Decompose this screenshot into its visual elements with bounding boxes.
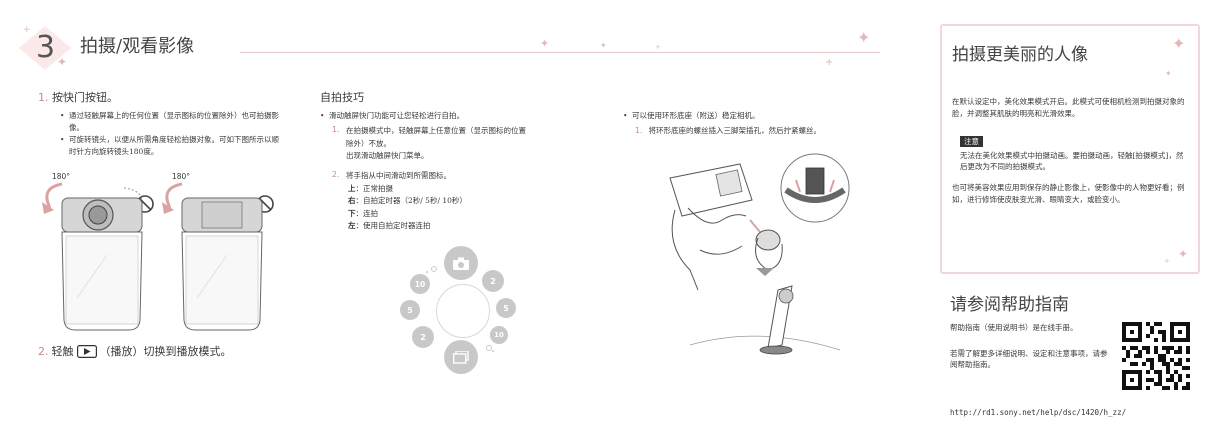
- sparkle-icon: ✦: [1172, 34, 1186, 53]
- step-text: 按快门按钮。: [52, 91, 118, 104]
- sparkle-icon: ✦: [1178, 247, 1189, 261]
- timer-2-icon: 2: [482, 270, 504, 292]
- dot-icon: [426, 271, 428, 273]
- timer-5-icon: 5: [400, 300, 420, 320]
- step-number: 1.: [332, 125, 340, 134]
- burst-icon: [444, 340, 478, 374]
- timer-2-icon: 2: [412, 326, 434, 348]
- dot-icon: [486, 345, 492, 351]
- swipe-shutter-dial: 10 5 2 2 5 10: [398, 240, 523, 375]
- sparkle-icon: ✦: [857, 28, 871, 47]
- panel-title: 拍摄更美丽的人像: [952, 45, 1088, 65]
- bullet-item: 滑动触屏快门功能可让您轻松进行自拍。: [320, 110, 600, 122]
- header-rule: [240, 52, 880, 53]
- play-icon: [76, 344, 97, 358]
- help-guide-body: 帮助指南（使用说明书）是在线手册。: [950, 323, 1078, 332]
- help-guide-body-2: 若需了解更多详细说明、设定和注意事项，请参阅帮助指南。: [950, 349, 1108, 369]
- camera-icon: [444, 246, 478, 280]
- rotation-label: 180°: [52, 172, 71, 181]
- beauty-portrait-panel: 拍摄更美丽的人像 ✦ ✦ ✦ + 在默认设定中，美化效果模式开启。此模式可使相机…: [940, 24, 1200, 274]
- column-heading: 自拍技巧: [320, 91, 364, 104]
- step-text: 轻触: [51, 345, 74, 358]
- note-block: 注意 无法在美化效果模式中拍摄动画。要拍摄动画，轻触[拍摄模式]，然后更改为不同…: [960, 136, 1188, 173]
- sparkle-icon: ✦: [600, 41, 607, 50]
- sparkle-icon: +: [1164, 257, 1170, 265]
- panel-body: 在默认设定中，美化效果模式开启。此模式可使相机检测到拍摄对象的脸，并调整其肌肤的…: [952, 97, 1185, 118]
- sub-step-line: 将手指从中间滑动到所需图标。: [346, 171, 451, 180]
- help-guide-title: 请参阅帮助指南: [950, 295, 1069, 315]
- bullet-item: 可旋转镜头，以便从所需角度轻松拍摄对象。可如下图所示以顺时针方向旋转镜头180度…: [60, 134, 285, 158]
- sparkle-icon: +: [655, 43, 661, 51]
- rotation-label: 180°: [172, 172, 191, 181]
- sub-step-2: 2. 将手指从中间滑动到所需图标。 上：正常拍摄 右：自拍定时器（2秒/ 5秒/…: [332, 170, 467, 233]
- sparkle-icon: ✦: [540, 37, 550, 50]
- ring-sub-step: 1. 将环形底座的螺丝插入三脚架插孔，然后拧紧螺丝。: [635, 125, 821, 136]
- step-text: （播放）切换到播放模式。: [99, 345, 232, 358]
- ring-attach-illustration: [669, 153, 850, 355]
- sparkle-icon: ✦: [57, 55, 68, 69]
- sparkle-icon: +: [23, 25, 31, 35]
- section-header: 3 拍摄/观看影像 ✦ + ✦ ✦ + + ✦: [15, 22, 905, 74]
- timer-10-icon: 10: [410, 274, 430, 294]
- note-label: 注意: [960, 136, 983, 147]
- camera-rotated-illustration: [162, 182, 274, 331]
- section-title: 拍摄/观看影像: [80, 36, 195, 57]
- dial-center-ring: [436, 284, 490, 338]
- note-text: 无法在美化效果模式中拍摄动画。要拍摄动画，轻触[拍摄模式]，然后更改为不同的拍摄…: [960, 150, 1184, 172]
- dot-icon: [492, 350, 494, 352]
- step-number: 1.: [635, 126, 643, 135]
- ring-stand-bullet: 可以使用环形底座（附送）稳定相机。: [623, 110, 913, 122]
- diamond-badge-icon: [19, 26, 71, 70]
- dot-icon: [431, 266, 437, 272]
- panel-body-2: 也可将美容效果应用到保存的静止影像上，使影像中的人物更好看；例如，进行修饰使皮肤…: [952, 183, 1185, 204]
- qr-code-icon: [1122, 322, 1190, 390]
- selfie-bullet: 滑动触屏快门功能可让您轻松进行自拍。: [320, 110, 600, 122]
- timer-5-icon: 5: [496, 298, 516, 318]
- step-1-bullets: 通过轻触屏幕上的任何位置（显示图标的位置除外）也可拍摄影像。 可旋转镜头，以便从…: [60, 110, 285, 158]
- step-1: 1. 按快门按钮。: [38, 89, 118, 105]
- help-guide-url[interactable]: http://rd1.sony.net/help/dsc/1420/h_zz/: [950, 408, 1127, 417]
- step-2: 2. 轻触 （播放）切换到播放模式。: [38, 343, 232, 359]
- direction-item: 下：连拍: [348, 208, 378, 218]
- section-number: 3: [36, 30, 56, 65]
- direction-item: 左：使用自拍定时器连拍: [348, 221, 431, 230]
- camera-rotation-illustration: [42, 182, 154, 331]
- direction-item: 上：正常拍摄: [348, 183, 393, 193]
- direction-item: 右：自拍定时器（2秒/ 5秒/ 10秒）: [348, 196, 467, 205]
- sparkle-icon: +: [825, 57, 834, 68]
- sub-step-1: 1. 在拍摄模式中，轻触屏幕上任意位置（显示图标的位置 除外）不放。 出现滑动触…: [332, 125, 526, 163]
- sub-step-line: 除外）不放。: [346, 138, 391, 148]
- step-number: 2.: [332, 170, 340, 179]
- sub-step-line: 在拍摄模式中，轻触屏幕上任意位置（显示图标的位置: [346, 126, 526, 135]
- bullet-item: 通过轻触屏幕上的任何位置（显示图标的位置除外）也可拍摄影像。: [60, 110, 285, 134]
- step-number: 1.: [38, 91, 49, 104]
- sparkle-icon: ✦: [1165, 69, 1172, 78]
- step-number: 2.: [38, 344, 49, 358]
- timer-10-icon: 10: [490, 326, 508, 344]
- sub-step-line: 出现滑动触屏快门菜单。: [346, 151, 429, 160]
- bullet-item: 可以使用环形底座（附送）稳定相机。: [623, 110, 913, 122]
- sub-step-line: 将环形底座的螺丝插入三脚架插孔，然后拧紧螺丝。: [648, 126, 822, 135]
